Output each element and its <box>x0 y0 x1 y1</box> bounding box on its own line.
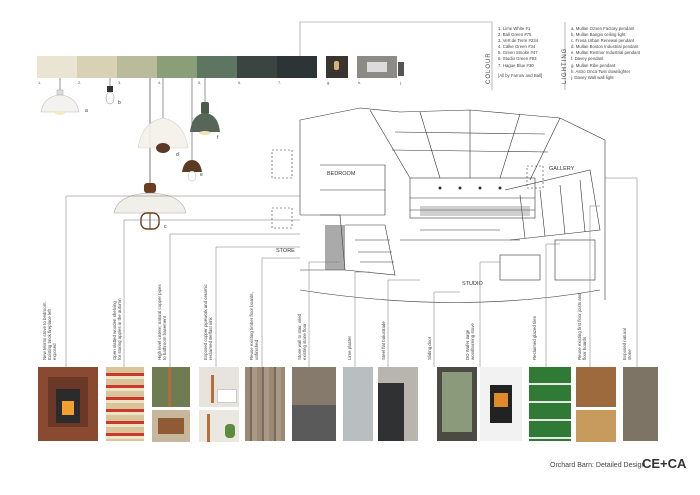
photo-copper-pipework <box>199 410 239 442</box>
drawing-title: Orchard Barn: Detailed Design <box>550 462 646 469</box>
swatch-calke-green <box>157 56 197 78</box>
annotation-text: Open slatted wooden shelving for storing… <box>112 298 122 360</box>
colour-legend-item: 7. Hague Blue #30 <box>498 62 534 68</box>
photo-stone-wall <box>292 367 336 405</box>
annotation-text: Steel flat balustrade <box>381 321 386 360</box>
annotation-text: Sliding door <box>427 336 432 360</box>
lamp-label-a: a <box>85 108 88 114</box>
lamp-f-icon <box>190 78 220 135</box>
annotation-text: High level cistern; natural copper pipes… <box>157 284 167 360</box>
lamp-b-icon <box>105 78 115 105</box>
annotation-text: Exposed natural stone <box>622 328 632 360</box>
lighting-legend-item: b. Mullan Bangio ceiling light <box>571 32 626 38</box>
photo-copper-pipe-wall <box>152 367 190 407</box>
lighting-legend-item: j. Davey Wall wall light <box>571 74 614 80</box>
annotation-text: DO Wafer large woodburning stove <box>465 323 475 360</box>
colour-legend-item: 5. Green Smoke #47 <box>498 50 538 56</box>
swatch-vert-de-terre <box>117 56 157 78</box>
photo-copper-cistern <box>152 410 190 442</box>
swatch-green-smoke <box>197 56 237 78</box>
photo-glazed-tiles <box>529 367 571 441</box>
swatch-studio-green <box>237 56 277 78</box>
swatch-number: g. <box>327 80 331 85</box>
photo-woodburning-stove <box>480 367 522 441</box>
lamp-label-e: e <box>200 172 203 178</box>
annotation-text: Reuse existing timber floor boards, unfi… <box>249 292 259 360</box>
colour-legend-item: 2. Ball Green #75 <box>498 32 532 38</box>
lamp-label-b: b <box>118 100 121 106</box>
colour-legend-item: 3. Vert de Terre #234 <box>498 38 539 44</box>
colour-legend-footer: [All by Farrow and Ball] <box>498 72 543 78</box>
photo-timber-boards <box>245 367 285 441</box>
lamp-label-d: d <box>176 152 179 158</box>
lamp-e-icon <box>182 78 202 182</box>
lamp-photo-g <box>326 56 348 78</box>
colour-legend-item: 6. Studio Green #93 <box>498 56 537 62</box>
room-label-studio: STUDIO <box>462 281 483 287</box>
lamp-d-icon <box>137 78 189 153</box>
lighting-legend-item: d. Mullan Boston Industrial pendant <box>571 44 639 50</box>
swatch-hague-blue <box>277 56 317 78</box>
swatch-ball-green <box>77 56 117 78</box>
annotation-text: Reclaimed glazed tiles <box>532 316 537 360</box>
swatch-number: h. <box>358 80 362 85</box>
lighting-legend: a. Mullan Ozsen Factory pendant b. Mulla… <box>571 26 691 81</box>
swatch-number: 7. <box>278 80 282 85</box>
swatch-number: 4. <box>158 80 162 85</box>
room-label-store: STORE <box>276 248 295 254</box>
colour-legend-item: 1. Lime White #1 <box>498 26 531 31</box>
annotation-text: Exposed copper pipework and ceramic recl… <box>203 284 213 360</box>
photo-copper-sink <box>199 367 239 407</box>
swatch-number: j. <box>400 80 402 85</box>
photo-lime-plaster <box>343 367 373 441</box>
photo-apple-shelving <box>106 367 144 441</box>
practice-logo: CE+CA <box>642 456 687 471</box>
annotation-text: Reuse existing first floor joists and fl… <box>577 293 587 360</box>
photo-natural-stone <box>623 367 658 441</box>
swatch-number: 6. <box>238 80 242 85</box>
photo-morso-stove <box>38 367 98 441</box>
swatch-number: 3. <box>118 80 122 85</box>
swatch-lime-white <box>37 56 77 78</box>
swatch-number: 2. <box>78 80 82 85</box>
lamp-a-icon <box>40 78 80 115</box>
photo-floor-joists <box>576 367 616 407</box>
lamp-label-c: c <box>164 224 167 230</box>
room-label-bedroom: BEDROOM <box>327 171 356 177</box>
lighting-legend-item: g. Mullan Ribe pendant <box>571 62 616 68</box>
room-label-gallery: GALLERY <box>549 166 575 172</box>
photo-sliding-door <box>437 367 477 441</box>
lamp-photo-j <box>398 62 404 76</box>
annotation-text: Lime plaster <box>347 336 352 360</box>
colour-legend-item: 4. Calke Green #34 <box>498 44 536 50</box>
lighting-legend-item: f. Davey pendant <box>571 56 604 62</box>
photo-stone-floor <box>292 405 336 441</box>
colour-legend: 1. Lime White #1 2. Ball Green #75 3. Ve… <box>498 26 562 79</box>
swatch-number: 1. <box>38 80 42 85</box>
annotation-text: New Morso stove to bedroom. Existing bri… <box>42 301 57 360</box>
photo-floor-boards <box>576 410 616 442</box>
annotation-text: Stone wall to stair, oiled existing ston… <box>297 313 307 360</box>
lighting-legend-item: a. Mullan Ozsen Factory pendant <box>571 26 635 31</box>
photo-steel-balustrade <box>378 367 418 441</box>
lighting-legend-item: h. Astro Onca Twin downlighter <box>571 68 631 74</box>
lighting-legend-item: c. Fresa Urban Renewal pendant <box>571 38 635 44</box>
lamp-label-f: f <box>217 135 219 141</box>
lamp-photo-h <box>357 56 397 78</box>
swatch-number: 5. <box>198 80 202 85</box>
lighting-legend-item: e. Mullan Restnor Industrial pendant <box>571 50 641 56</box>
